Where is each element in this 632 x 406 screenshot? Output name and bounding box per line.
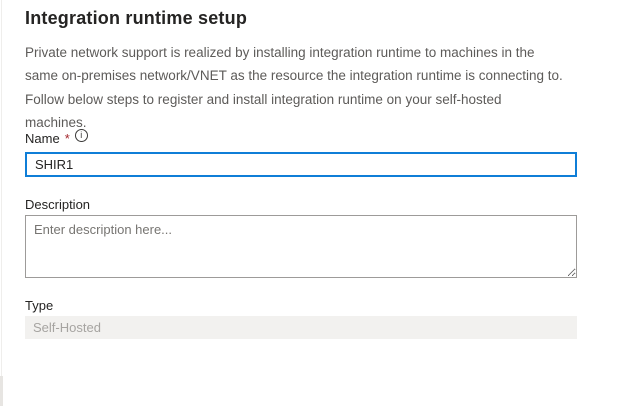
intro-line: Follow below steps to register and insta… [25,91,502,107]
intro-paragraph: Private network support is realized by i… [25,41,563,135]
required-asterisk: * [64,131,70,146]
info-icon[interactable]: i [74,129,88,142]
intro-line: Private network support is realized by i… [25,45,535,60]
name-field-label: Name [25,131,60,146]
description-field-label: Description [25,197,91,212]
intro-line: same on-premises network/VNET as the res… [25,68,563,84]
description-textarea[interactable] [25,215,577,278]
description-field-label-row: Description [25,197,90,212]
type-field-label: Type [25,298,54,313]
type-input-disabled [25,316,577,339]
name-input[interactable] [25,152,577,177]
name-field-label-row: Name * i [25,129,88,146]
panel-left-edge [1,0,2,406]
type-field-label-row: Type [25,298,53,313]
page-title: Integration runtime setup [25,8,248,28]
scrollbar-thumb[interactable] [0,376,3,406]
intro-line: machines. [25,115,87,131]
